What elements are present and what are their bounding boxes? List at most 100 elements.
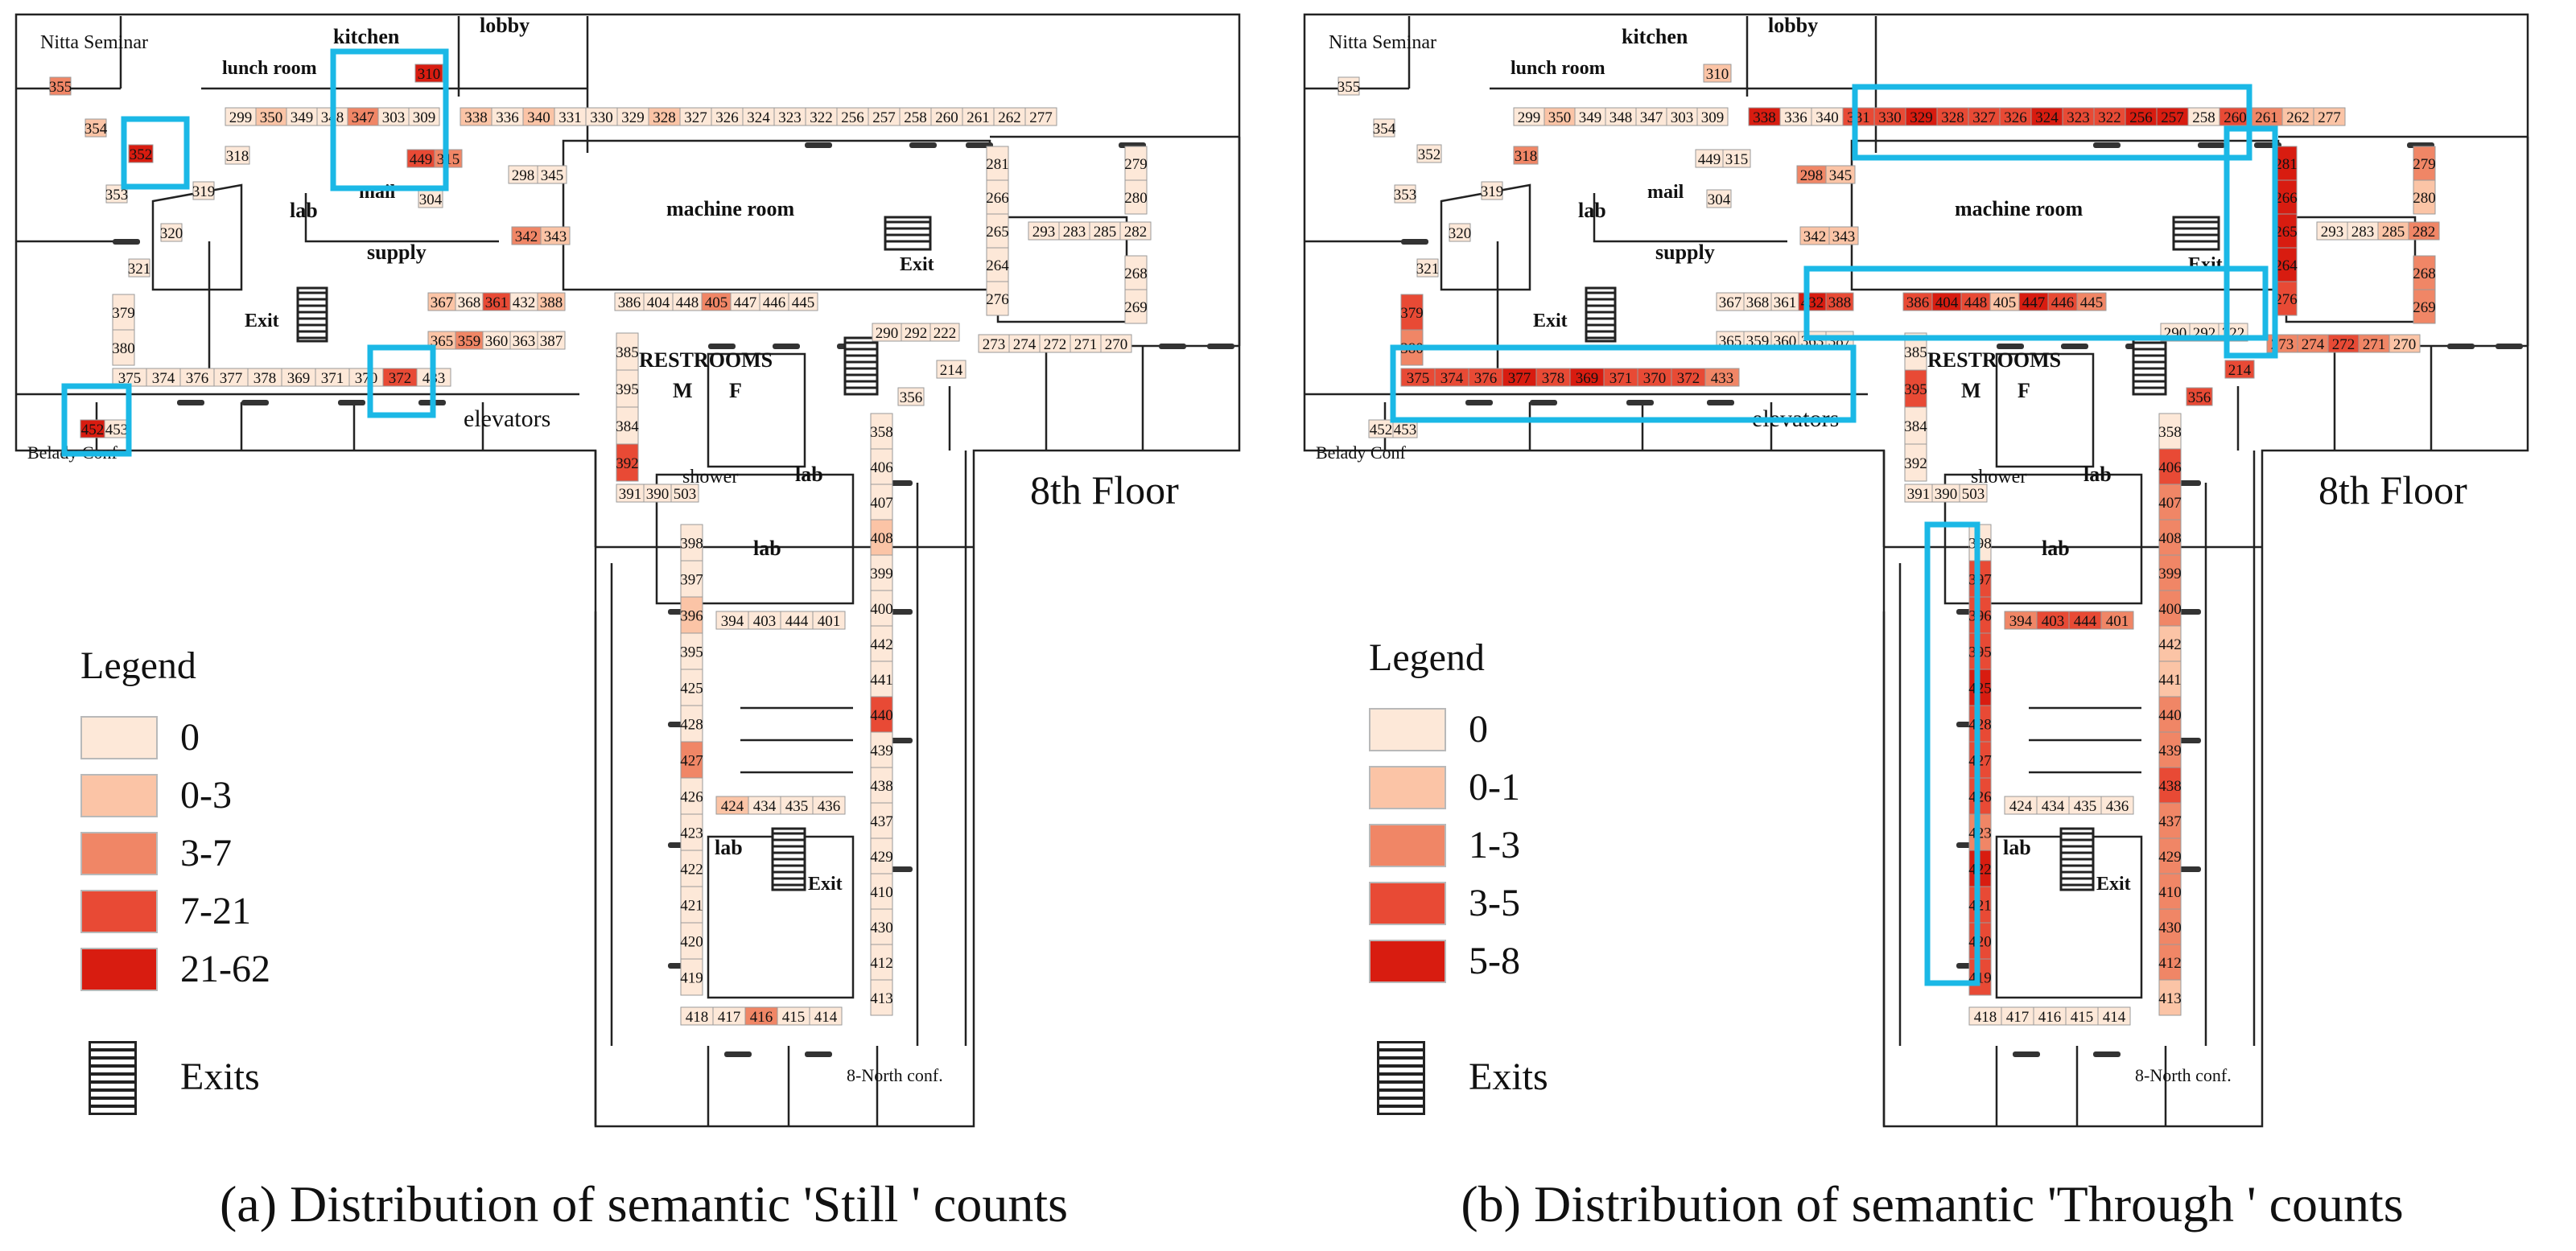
room-cell: 310 [414,64,443,83]
door [773,344,800,349]
room-number: 310 [1706,66,1729,83]
room-fill [1124,146,1148,181]
room-cell: 417 [712,1006,746,1026]
room-cell: 427 [680,741,703,779]
legend-title: Legend [80,644,196,687]
room-fill [897,387,925,406]
room-number: 416 [750,1009,773,1026]
room-fill [2158,837,2182,874]
room-number: 355 [1337,79,1361,96]
room-number: 293 [2321,224,2344,241]
room-cell: 401 [812,611,846,630]
room-cell: 293 [2316,221,2348,241]
room-number: 415 [782,1009,806,1026]
area-label: lunch room [1511,58,1605,79]
room-number: 434 [2042,798,2065,815]
room-number: 330 [1878,109,1902,126]
room-cell: 434 [748,796,781,815]
area-label: Exit [808,874,843,895]
room-number: 442 [870,636,893,653]
area-label: lab [795,463,823,486]
room-number: 375 [1407,370,1430,387]
room-cell: 256 [2125,107,2158,126]
room-number: 449 [410,151,433,168]
room-number: 265 [2274,224,2298,241]
legend-swatch [80,890,158,933]
room-number: 453 [105,422,129,438]
room-cell: 277 [1024,107,1057,126]
area-label: shower [682,467,738,488]
room-number: 414 [814,1009,838,1026]
area-label: lab [2003,836,2031,859]
room-fill [2158,979,2182,1016]
room-cell: 453 [1392,419,1418,438]
legend-label: 5-8 [1469,940,1520,982]
room-fill [1416,144,1442,163]
room-number: 405 [1993,294,2017,311]
room-number: 290 [876,325,899,342]
room-number: 352 [130,146,153,163]
room-cell: 435 [780,796,814,815]
room-cell: 374 [146,368,181,387]
room-number: 426 [680,789,703,806]
room-fill [2158,731,2182,768]
room-number: 214 [2228,362,2252,379]
room-fill [616,406,639,445]
room-cell: 214 [936,360,967,379]
room-cell: 342 [511,226,542,245]
room-number: 394 [721,613,744,630]
room-number: 435 [785,798,809,815]
room-number: 270 [2393,336,2417,353]
room-number: 395 [680,644,703,661]
room-number: 347 [1640,109,1663,126]
room-number: 371 [1609,370,1633,387]
area-label: shower [1971,467,2026,488]
room-fill [680,632,703,670]
exit-stairs [2172,216,2220,251]
highlight-boxes [61,48,449,457]
room-fill [2158,767,2182,804]
room-cell: 343 [540,226,571,245]
area-label: Nitta Seminar [1329,32,1436,53]
room-cell: 430 [870,908,893,945]
room-fill [49,76,72,96]
area-label: lab [715,836,743,859]
legend-label: 3-5 [1469,882,1520,924]
room-cell: 274 [1008,334,1041,353]
room-cell: 361 [1770,292,1799,311]
room-cell: 258 [899,107,932,126]
area-label: F [729,379,742,402]
room-number: 320 [160,225,183,242]
legend-label: Exits [180,1056,260,1098]
room-number: 352 [1418,146,1441,163]
highlight-box [1390,344,1857,423]
room-number: 356 [900,389,923,406]
room-fill [1904,443,1927,482]
room-cell: 331 [1842,107,1875,126]
room-cell: 448 [672,292,703,311]
room-cell: 270 [2388,334,2421,353]
room-cell: 386 [614,292,645,311]
room-number: 444 [785,613,809,630]
room-fill [1024,107,1057,126]
door [1465,400,1493,405]
room-fill [112,294,135,331]
room-number: 414 [2103,1009,2126,1026]
room-number: 410 [2158,884,2182,901]
room-number: 327 [1972,109,1996,126]
room-number: 438 [2158,778,2182,795]
highlight-box [61,383,132,457]
area-label: Exit [2096,874,2131,895]
room-fill [2158,625,2182,662]
area-label: lab [1578,199,1606,222]
room-number: 273 [983,336,1006,353]
area-label: Exit [1533,311,1568,331]
room-fill [680,958,703,996]
room-fill [408,107,440,126]
room-cell: 222 [929,323,960,342]
room-number: 318 [1515,148,1538,165]
exit-icon [89,1041,137,1115]
room-cell: 273 [2266,334,2298,353]
room-number: 439 [2158,743,2182,759]
